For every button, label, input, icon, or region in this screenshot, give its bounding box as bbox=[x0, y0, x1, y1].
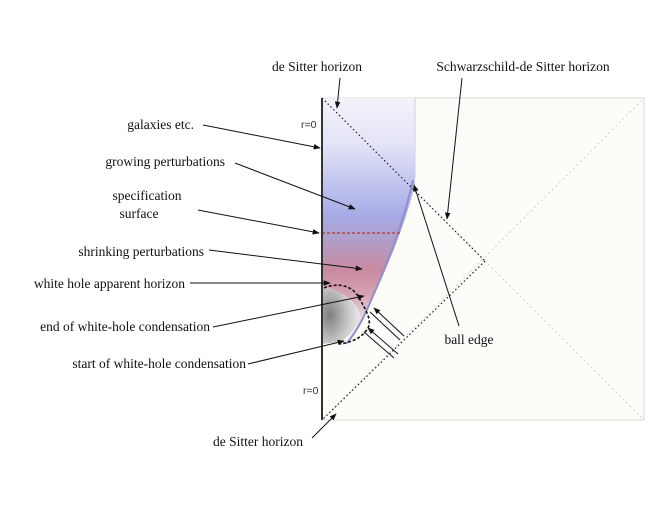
label-r-zero-bottom: r=0 bbox=[303, 385, 319, 397]
arrow-galaxies bbox=[202, 124, 321, 150]
light-ray-arrow-1 bbox=[373, 307, 405, 337]
arrow-sds-horizon bbox=[444, 77, 463, 220]
arrow-growing bbox=[234, 162, 356, 210]
label-growing-perturbations: growing perturbations bbox=[105, 154, 225, 169]
arrow-specification bbox=[197, 209, 320, 235]
label-de-sitter-horizon-bottom: de Sitter horizon bbox=[213, 434, 303, 449]
label-end-condensation: end of white-hole condensation bbox=[40, 319, 210, 334]
label-ball-edge: ball edge bbox=[444, 332, 493, 347]
label-start-condensation: start of white-hole condensation bbox=[72, 356, 246, 371]
light-ray-line-1 bbox=[369, 311, 401, 341]
diagonal-up bbox=[321, 97, 645, 421]
arrow-end-condensation bbox=[212, 294, 365, 328]
label-r-zero-top: r=0 bbox=[301, 119, 317, 131]
ball-edge-curve bbox=[345, 179, 414, 345]
condensation-region bbox=[322, 286, 360, 344]
ball-region bbox=[322, 98, 415, 344]
white-hole-apparent-horizon bbox=[323, 284, 371, 345]
arrow-de-sitter-top bbox=[334, 77, 341, 109]
label-shrinking-perturbations: shrinking perturbations bbox=[78, 244, 204, 259]
arrow-de-sitter-bottom bbox=[311, 413, 337, 439]
light-ray-line-2 bbox=[363, 331, 395, 359]
label-de-sitter-horizon-top: de Sitter horizon bbox=[272, 59, 362, 74]
label-sds-horizon: Schwarzschild-de Sitter horizon bbox=[436, 59, 609, 74]
arrow-shrinking bbox=[208, 249, 363, 272]
label-specification-line2: surface bbox=[120, 206, 159, 221]
arrow-ball-edge bbox=[413, 184, 460, 327]
arrow-start-condensation bbox=[247, 339, 345, 365]
light-ray-arrow-2 bbox=[367, 327, 399, 355]
label-white-hole-apparent-horizon: white hole apparent horizon bbox=[34, 276, 185, 291]
label-specification-line1: specification bbox=[113, 188, 182, 203]
label-galaxies: galaxies etc. bbox=[127, 117, 194, 132]
de-sitter-horizon-upper bbox=[321, 97, 486, 262]
